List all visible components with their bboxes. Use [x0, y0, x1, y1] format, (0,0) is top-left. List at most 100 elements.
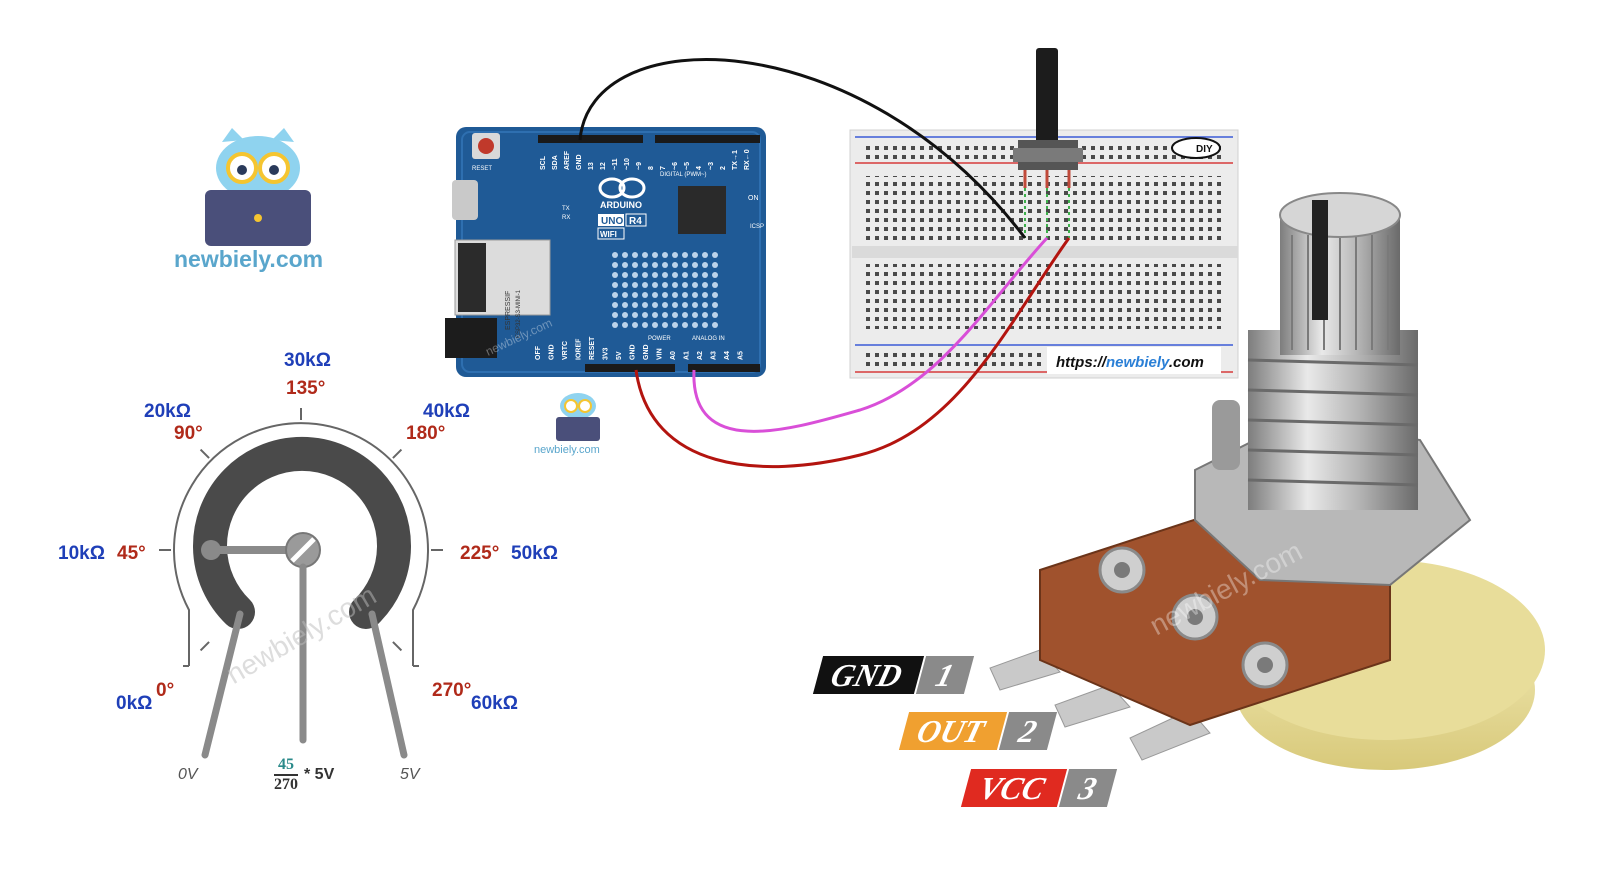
- breadboard: DIY https://newbiely.com: [849, 129, 1239, 379]
- dial-mark-deg-225: 225°: [460, 543, 500, 564]
- dial-mark-deg-0: 0°: [156, 680, 175, 701]
- brand-name: newbiely.com: [174, 246, 324, 272]
- wire-gnd: [578, 58, 1027, 239]
- bottom-pin-label-0: OFF: [535, 345, 542, 360]
- dial-ticks: [159, 408, 443, 652]
- bottom-pin-label-7: GND: [630, 344, 637, 360]
- svg-text:DIY: DIY: [1196, 144, 1213, 155]
- dial-mark-deg-270: 270°: [432, 680, 472, 701]
- dial-mark-deg-45: 45°: [117, 543, 146, 564]
- digital-header-label: DIGITAL (PWM~): [660, 172, 707, 178]
- formula-tail: * 5V: [304, 766, 335, 783]
- bottom-pin-label-14: A4: [724, 351, 731, 360]
- dial-tick: [199, 641, 210, 652]
- dial-mark-ohm-45: 10kΩ: [58, 543, 105, 564]
- top-pin-label-7: ~10: [624, 158, 631, 170]
- wires: [578, 58, 1071, 469]
- analog-header-label: ANALOG IN: [692, 336, 725, 342]
- tx-label: TX: [562, 206, 570, 212]
- pin-label-vcc: VCC 3: [960, 769, 1118, 807]
- module-model: ESP32-S3-MINI-1: [516, 289, 522, 338]
- wiper-contact: [201, 540, 221, 560]
- dial-mark-ohm-180: 40kΩ: [423, 401, 470, 422]
- output-formula: 45 270 * 5V: [274, 756, 334, 794]
- rx-label: RX: [562, 215, 570, 221]
- top-pin-label-13: 4: [696, 166, 703, 170]
- board-brand: ARDUINO: [600, 200, 642, 210]
- dial-mark-ohm-225: 50kΩ: [511, 543, 558, 564]
- top-pin-label-6: ~11: [612, 158, 619, 170]
- on-label: ON: [748, 195, 759, 202]
- potentiometer-photo: newbiely.com: [989, 192, 1545, 770]
- board-wifi: WIFI: [600, 230, 617, 239]
- top-pin-label-3: GND: [576, 154, 583, 170]
- arduino-logo-icon: [598, 177, 646, 199]
- bottom-pin-label-12: A2: [697, 351, 704, 360]
- owl-laptop-icon: [205, 128, 311, 246]
- potentiometer-on-breadboard: [1013, 48, 1083, 238]
- top-pin-label-0: SCL: [540, 155, 547, 170]
- bottom-pin-label-6: 5V: [616, 351, 623, 360]
- power-header-label: POWER: [648, 336, 671, 342]
- newbiely-logo: [205, 128, 311, 246]
- wire-vcc: [634, 237, 1071, 469]
- pin-right-leg: [368, 610, 408, 759]
- top-pin-label-11: ~6: [672, 162, 679, 170]
- dial-tick: [392, 641, 403, 652]
- pin-name: VCC: [960, 769, 1068, 807]
- bottom-pin-label-4: RESET: [589, 336, 596, 360]
- bottom-pin-label-13: A3: [711, 351, 718, 360]
- bottom-pin-label-10: A0: [670, 351, 677, 360]
- module-brand: ESPRESSIF: [505, 291, 512, 330]
- reset-label: RESET: [472, 166, 492, 172]
- pin-number: 2: [998, 712, 1057, 750]
- dial-mark-ohm-270: 60kΩ: [471, 693, 518, 714]
- pin-label-gnd: GND 1: [812, 656, 975, 694]
- pin-name: GND: [812, 656, 925, 694]
- dial-mark-ohm-0: 0kΩ: [116, 693, 153, 714]
- bottom-pin-label-15: A5: [738, 351, 745, 360]
- dial-tick: [392, 448, 403, 459]
- top-pin-label-16: TX→1: [732, 150, 739, 170]
- top-pin-label-8: ~9: [636, 162, 643, 170]
- formula-denominator: 270: [274, 776, 298, 793]
- dial-mark-deg-135: 135°: [286, 378, 326, 399]
- dial-tick: [199, 448, 210, 459]
- left-pin-voltage: 0V: [178, 766, 198, 783]
- arduino-uno-r4-board: ARDUINO UNO R4 WIFI RESET DIGITAL (PWM~)…: [445, 127, 766, 377]
- top-pin-label-2: AREF: [564, 150, 571, 170]
- top-pin-label-10: 7: [660, 166, 667, 170]
- top-pin-label-4: 13: [588, 162, 595, 170]
- right-pin-voltage: 5V: [400, 766, 420, 783]
- breadboard-url: https://newbiely.com: [1056, 354, 1204, 371]
- wire-out: [692, 236, 1049, 433]
- bottom-pin-label-3: IOREF: [576, 338, 583, 360]
- top-pin-label-15: 2: [720, 166, 727, 170]
- dial-mark-deg-180: 180°: [406, 423, 446, 444]
- board-model: UNO: [601, 216, 623, 227]
- top-pin-label-5: 12: [600, 162, 607, 170]
- bottom-pin-label-1: GND: [549, 344, 556, 360]
- newbiely-logo-small: [556, 393, 600, 441]
- top-pin-label-17: RX←0: [744, 149, 751, 170]
- diy-logo-icon: DIY: [1171, 137, 1221, 159]
- bottom-pin-label-5: 3V3: [603, 347, 610, 360]
- pin-label-out: OUT 2: [898, 712, 1057, 750]
- formula-numerator: 45: [274, 756, 298, 776]
- bottom-pin-label-11: A1: [684, 351, 691, 360]
- bottom-pin-label-9: VIN: [657, 348, 664, 360]
- icsp-label: ICSP: [750, 224, 764, 230]
- top-pin-label-14: ~3: [708, 162, 715, 170]
- dial-mark-ohm-135: 30kΩ: [284, 350, 331, 371]
- top-pin-label-1: SDA: [552, 155, 559, 170]
- pin-name: OUT: [898, 712, 1007, 750]
- top-pin-label-12: ~5: [684, 162, 691, 170]
- brand-name-small: newbiely.com: [534, 444, 600, 456]
- board-rev: R4: [629, 216, 642, 227]
- dial-mark-ohm-90: 20kΩ: [144, 401, 191, 422]
- pin-number: 3: [1058, 769, 1118, 807]
- dial-mark-deg-90: 90°: [174, 423, 203, 444]
